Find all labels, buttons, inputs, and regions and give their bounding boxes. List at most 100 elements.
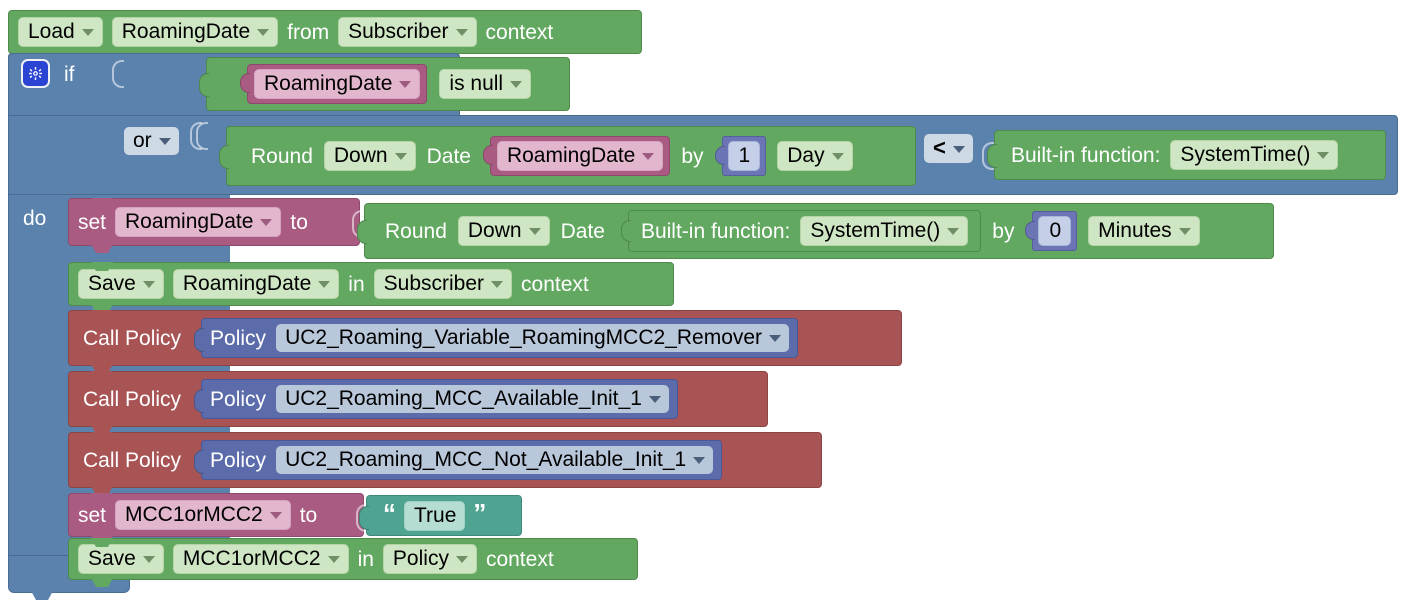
save-variable-block-roamingdate[interactable]: Save RoamingDate in Subscriber context [68, 262, 674, 313]
save-variable-block-mcc1ormcc2[interactable]: Save MCC1orMCC2 in Policy context [68, 538, 638, 587]
chevron-down-icon [455, 556, 468, 563]
save-context-dropdown[interactable]: Policy [382, 544, 477, 574]
comparator-right-socket [982, 142, 994, 170]
number-field[interactable]: 1 [727, 141, 761, 171]
save-variable-label: RoamingDate [182, 272, 312, 295]
save-action-dropdown[interactable]: Save [78, 544, 164, 574]
chevron-down-icon [327, 556, 340, 563]
chevron-down-icon [947, 228, 960, 235]
chevron-down-icon [269, 512, 282, 519]
round-direction-dropdown[interactable]: Down [323, 141, 416, 171]
set-variable-dropdown[interactable]: RoamingDate [115, 207, 282, 237]
call-policy-label: Call Policy [83, 326, 182, 350]
variable-dropdown-roamingdate[interactable]: RoamingDate [254, 69, 421, 99]
round-date-block-right[interactable]: Round Down Date Built-in function: Syste… [357, 203, 1274, 259]
policy-value-block-1[interactable]: Policy UC2_Roaming_Variable_RoamingMCC2_… [194, 318, 799, 358]
set-variable-dropdown[interactable]: MCC1orMCC2 [115, 500, 291, 530]
do-label: do [23, 207, 47, 230]
load-context-dropdown[interactable]: Subscriber [338, 17, 477, 47]
chevron-down-icon [1178, 228, 1191, 235]
number-value-block-1[interactable]: 1 [714, 136, 767, 176]
builtin-function-block-1[interactable]: Built-in function: SystemTime() [987, 130, 1386, 180]
date-label: Date [426, 144, 471, 168]
save-variable-dropdown[interactable]: RoamingDate [172, 269, 340, 299]
builtin-function-value: SystemTime() [810, 219, 941, 242]
builtin-function-label: Built-in function: [1011, 143, 1161, 167]
save-context-dropdown[interactable]: Subscriber [373, 269, 513, 299]
date-label: Date [560, 219, 605, 243]
variable-value-block-roamingdate-1[interactable]: RoamingDate [240, 64, 428, 104]
set-variable-block-mcc1ormcc2[interactable]: set MCC1orMCC2 to [68, 493, 364, 544]
set-label: set [78, 503, 107, 527]
string-field[interactable]: True [404, 500, 466, 531]
load-action-label: Load [28, 20, 75, 43]
variable-label: RoamingDate [506, 144, 636, 167]
call-policy-block-2[interactable]: Call Policy Policy UC2_Roaming_MCC_Avail… [68, 371, 768, 434]
context-label: context [485, 20, 554, 44]
if-block-mutator[interactable] [22, 60, 49, 87]
in-label: in [357, 547, 374, 571]
boolean-operator-dropdown[interactable]: or [124, 127, 179, 155]
to-label: to [290, 210, 308, 234]
builtin-function-label: Built-in function: [640, 219, 791, 243]
is-null-condition-block[interactable]: RoamingDate is null [199, 57, 570, 111]
load-action-dropdown[interactable]: Load [18, 17, 103, 47]
variable-dropdown-roamingdate[interactable]: RoamingDate [496, 141, 664, 171]
set-variable-label: RoamingDate [125, 210, 254, 233]
comparator-dropdown[interactable]: < [924, 134, 973, 163]
round-direction-dropdown[interactable]: Down [457, 216, 550, 246]
save-variable-label: MCC1orMCC2 [182, 547, 321, 570]
or-right-socket [190, 122, 202, 150]
close-quote-glyph: ” [473, 497, 487, 528]
null-test-dropdown[interactable]: is null [439, 69, 532, 99]
time-unit-label: Day [787, 144, 825, 167]
gear-icon[interactable] [22, 60, 49, 87]
round-direction-label: Down [467, 219, 522, 242]
builtin-function-dropdown[interactable]: SystemTime() [800, 216, 969, 246]
chevron-down-icon [455, 29, 468, 36]
policy-value-block-3[interactable]: Policy UC2_Roaming_MCC_Not_Available_Ini… [194, 440, 723, 480]
call-policy-block-1[interactable]: Call Policy Policy UC2_Roaming_Variable_… [68, 310, 902, 373]
chevron-down-icon [491, 281, 504, 288]
variable-value-block-roamingdate-2[interactable]: RoamingDate [482, 136, 671, 176]
if-label: if [64, 63, 75, 86]
load-variable-block[interactable]: Load RoamingDate from Subscriber context [8, 10, 642, 61]
time-unit-label: Minutes [1098, 219, 1172, 242]
save-variable-dropdown[interactable]: MCC1orMCC2 [172, 544, 349, 574]
chevron-down-icon [81, 29, 94, 36]
open-quote-glyph: “ [383, 497, 396, 528]
context-label: context [485, 547, 554, 571]
comparator-label: < [933, 135, 946, 160]
chevron-down-icon [142, 556, 155, 563]
round-label: Round [251, 144, 313, 168]
round-date-block-left[interactable]: Round Down Date RoamingDate by 1 [219, 126, 916, 186]
load-variable-label: RoamingDate [121, 20, 251, 43]
policy-value-block-2[interactable]: Policy UC2_Roaming_MCC_Available_Init_1 [194, 379, 678, 419]
number-value-block-0[interactable]: 0 [1025, 211, 1078, 251]
call-policy-block-3[interactable]: Call Policy Policy UC2_Roaming_MCC_Not_A… [68, 432, 822, 495]
save-action-label: Save [88, 547, 136, 570]
builtin-function-block-2[interactable]: Built-in function: SystemTime() [620, 210, 982, 252]
load-variable-dropdown[interactable]: RoamingDate [111, 17, 279, 47]
number-field[interactable]: 0 [1038, 216, 1072, 246]
policy-name-dropdown[interactable]: UC2_Roaming_Variable_RoamingMCC2_Remover [276, 324, 790, 352]
variable-label: RoamingDate [264, 72, 393, 95]
time-unit-dropdown[interactable]: Minutes [1088, 216, 1200, 246]
call-policy-label: Call Policy [83, 448, 182, 472]
call-policy-label: Call Policy [83, 387, 182, 411]
chevron-down-icon [648, 396, 661, 403]
chevron-down-icon [260, 219, 273, 226]
string-value-block-true[interactable]: “ True ” [359, 495, 522, 536]
policy-name-dropdown[interactable]: UC2_Roaming_MCC_Not_Available_Init_1 [276, 446, 714, 474]
chevron-down-icon [693, 457, 706, 464]
chevron-down-icon [1317, 152, 1330, 159]
time-unit-dropdown[interactable]: Day [777, 141, 853, 171]
save-action-dropdown[interactable]: Save [78, 269, 164, 299]
builtin-function-dropdown[interactable]: SystemTime() [1170, 140, 1339, 170]
policy-name-dropdown[interactable]: UC2_Roaming_MCC_Available_Init_1 [276, 385, 669, 413]
load-context-label: Subscriber [348, 20, 449, 43]
policy-name-label: UC2_Roaming_MCC_Not_Available_Init_1 [285, 448, 687, 471]
set-variable-block-roamingdate[interactable]: set RoamingDate to [68, 198, 360, 253]
chevron-down-icon [158, 138, 171, 145]
